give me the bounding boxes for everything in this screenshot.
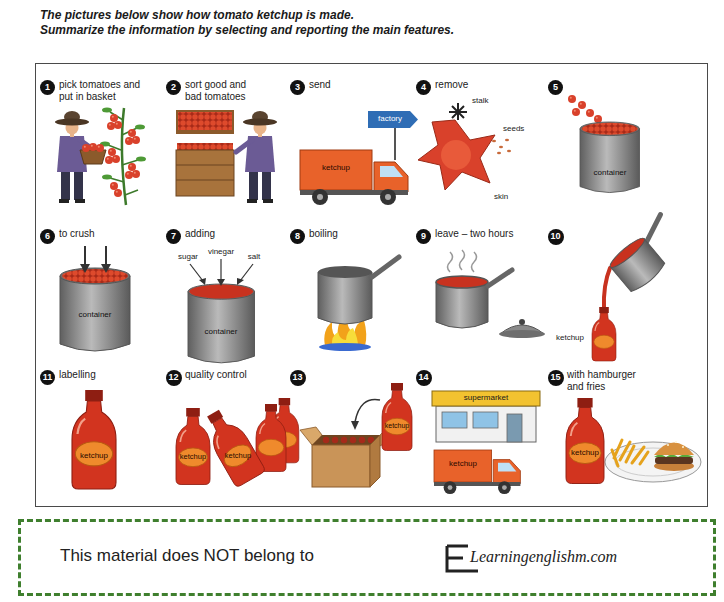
- product-label: ketchup: [556, 333, 584, 343]
- step-number: 15: [548, 370, 564, 386]
- cooling-pot: [436, 250, 545, 338]
- callout-number: 10: [550, 232, 560, 241]
- notice-text: This material does NOT belong to: [60, 546, 314, 566]
- step-number: 2: [166, 80, 181, 95]
- step-number: 8: [290, 229, 305, 244]
- step-caption: pick tomatoes and put in basket: [59, 79, 154, 103]
- part-label: seeds: [503, 124, 524, 134]
- callout-number: 8: [295, 232, 300, 241]
- bottle-label: ketchup: [225, 451, 251, 460]
- bottle-label: ketchup: [385, 422, 410, 430]
- notice-box: This material does NOT belong to Learning…: [18, 519, 716, 596]
- shop-sign: supermarket: [464, 393, 508, 403]
- container-label: container: [594, 168, 627, 178]
- bottle-label: ketchup: [80, 451, 108, 461]
- callout-number: 12: [168, 373, 178, 382]
- callout-number: 15: [550, 373, 560, 382]
- subtitle: Summarize the information by selecting a…: [40, 23, 454, 37]
- bottle-label: ketchup: [180, 452, 206, 461]
- step-caption: sort good and bad tomatoes: [185, 79, 265, 103]
- callout-number: 1: [45, 83, 50, 92]
- tomato-picker: [55, 108, 146, 206]
- callout-number: 5: [553, 83, 558, 92]
- callout-number: 4: [421, 83, 426, 92]
- supermarket-delivery: [432, 391, 540, 494]
- step-number: 11: [40, 370, 55, 385]
- step-caption: send: [309, 79, 331, 91]
- callout-number: 2: [171, 83, 176, 92]
- callout-number: 9: [421, 232, 426, 241]
- callout-number: 11: [43, 373, 53, 382]
- boiling-pot: [318, 257, 399, 351]
- crushing-container: [60, 246, 130, 351]
- step-caption: leave – two hours: [435, 228, 513, 240]
- part-label: skin: [494, 192, 508, 202]
- step-number: 3: [290, 80, 305, 95]
- step-number: 14: [416, 370, 432, 386]
- ingredient-label: sugar: [178, 252, 198, 262]
- step-number: 1: [40, 80, 55, 95]
- frame: [36, 64, 708, 507]
- labelled-bottle: [72, 390, 116, 489]
- step-number: 5: [548, 80, 563, 95]
- callout-number: 6: [45, 232, 50, 241]
- step-number: 10: [548, 229, 564, 245]
- site-name: Learningenglishm.com: [470, 547, 617, 566]
- step-caption: labelling: [59, 369, 96, 381]
- container-label: container: [205, 327, 238, 337]
- bottle-label: ketchup: [571, 448, 599, 458]
- adding-container: [188, 259, 255, 363]
- ingredient-label: salt: [248, 252, 260, 262]
- callout-number: 3: [295, 83, 300, 92]
- step-number: 9: [416, 229, 431, 244]
- meal: [566, 398, 701, 484]
- container-filling: [568, 95, 640, 193]
- tomato-sorter: [176, 110, 277, 203]
- callout-number: 13: [292, 373, 302, 382]
- ingredient-label: vinegar: [208, 247, 234, 257]
- step-number: 4: [416, 80, 431, 95]
- step-number: 6: [40, 229, 55, 244]
- sign-label: factory: [378, 114, 402, 124]
- step-number: 7: [166, 229, 181, 244]
- delivery-truck: [300, 111, 418, 205]
- step-caption: boiling: [309, 228, 338, 240]
- title-text: The pictures below show how tomato ketch…: [40, 8, 354, 22]
- step-caption: adding: [185, 228, 215, 240]
- quality-bottles: [176, 398, 299, 488]
- packing-box: [300, 383, 412, 487]
- callout-number: 7: [171, 232, 176, 241]
- step-caption: to crush: [59, 228, 95, 240]
- part-label: stalk: [472, 96, 488, 106]
- step-caption: remove: [435, 79, 468, 91]
- step-number: 12: [166, 370, 182, 386]
- step-number: 13: [290, 370, 306, 386]
- callout-number: 14: [418, 373, 428, 382]
- truck-label: ketchup: [449, 459, 477, 469]
- container-label: container: [79, 310, 112, 320]
- peeled-tomato: [418, 103, 511, 190]
- step-caption: with hamburger and fries: [567, 369, 647, 393]
- step-caption: quality control: [185, 369, 247, 381]
- truck-label: ketchup: [322, 163, 350, 173]
- pouring: [592, 215, 689, 361]
